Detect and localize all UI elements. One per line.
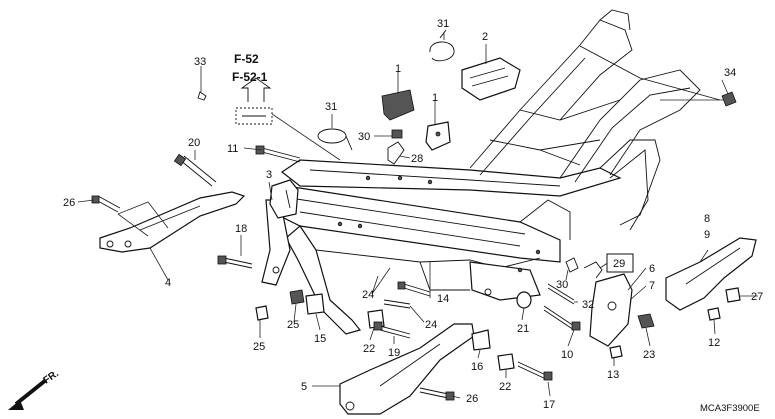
callout-13[interactable]: 13 [607, 369, 619, 381]
callout-29-box [606, 253, 634, 273]
callout-20[interactable]: 20 [188, 137, 200, 149]
part-30-nut-bottom [565, 257, 579, 273]
part-4-rail [99, 191, 246, 253]
part-8-cover [665, 237, 757, 311]
part-17-bolt [517, 361, 553, 381]
callout-22-bottom[interactable]: 22 [499, 381, 511, 393]
callout-11[interactable]: 11 [227, 143, 238, 155]
part-24-bolt [383, 299, 411, 309]
part-33-bolt [197, 91, 207, 101]
callout-30-bottom[interactable]: 30 [556, 279, 568, 291]
callout-32[interactable]: 32 [582, 299, 594, 311]
part-22-collar-b [497, 353, 515, 371]
part-34-grommet [721, 91, 737, 107]
callout-28[interactable]: 28 [411, 153, 423, 165]
part-21-bushing [516, 291, 532, 309]
callout-24-left[interactable]: 24 [362, 289, 374, 301]
part-25-nut-b [255, 305, 269, 321]
callout-30-top[interactable]: 30 [358, 131, 370, 143]
part-20-bolt [173, 153, 217, 187]
callout-24-right[interactable]: 24 [425, 319, 437, 331]
part-10-bolt [543, 305, 581, 331]
part-1-bracket-right [425, 121, 451, 151]
callout-26-bottom[interactable]: 26 [466, 393, 478, 405]
callout-21[interactable]: 21 [517, 323, 529, 335]
diagram-code: MCA3F3900E [700, 403, 760, 414]
part-29-clip [583, 261, 603, 279]
part-2-bracket [461, 57, 521, 101]
callout-16[interactable]: 16 [471, 361, 483, 373]
part-31-clamp-top [429, 29, 455, 62]
part-19-bolt [373, 321, 411, 339]
callout-5[interactable]: 5 [301, 381, 307, 393]
part-28-clip [387, 141, 405, 165]
part-11-bolt [255, 145, 301, 163]
callout-4[interactable]: 4 [165, 277, 171, 289]
reference-f52-1[interactable]: F-52-1 [232, 70, 268, 84]
callout-1-left[interactable]: 1 [395, 63, 401, 75]
part-27-nut [725, 287, 741, 303]
callout-15[interactable]: 15 [314, 333, 326, 345]
part-14-bolt [397, 281, 431, 297]
callout-31-top[interactable]: 31 [437, 18, 449, 30]
forward-arrow-icon [8, 378, 48, 410]
part-30-nut-top [391, 129, 403, 139]
part-18-bolt [217, 255, 253, 269]
part-23-nut [637, 313, 655, 329]
callout-10[interactable]: 10 [561, 349, 573, 361]
callout-25-a[interactable]: 25 [287, 319, 299, 331]
callout-19[interactable]: 19 [388, 347, 400, 359]
part-26-bolt-bottom [419, 387, 455, 401]
part-1-bracket-left [381, 89, 415, 121]
callout-1-right[interactable]: 1 [432, 92, 438, 104]
callouts: 31 2 33 1 1 34 31 30 20 28 11 3 26 18 8 … [63, 18, 763, 411]
reference-box [235, 77, 273, 125]
callout-3[interactable]: 3 [266, 169, 272, 181]
callout-12[interactable]: 12 [708, 337, 720, 349]
callout-7[interactable]: 7 [649, 280, 655, 292]
callout-8[interactable]: 8 [704, 213, 710, 225]
callout-14[interactable]: 14 [437, 293, 449, 305]
part-16-spacer [471, 329, 491, 351]
part-6-plate [589, 273, 633, 347]
callout-25-b[interactable]: 25 [253, 341, 265, 353]
main-frame [261, 9, 721, 335]
callout-2[interactable]: 2 [482, 31, 488, 43]
part-32-bolt [547, 283, 575, 305]
callout-26-top[interactable]: 26 [63, 197, 75, 209]
callout-27[interactable]: 27 [751, 291, 763, 303]
part-12-bolt [707, 307, 721, 321]
callout-31-mid[interactable]: 31 [325, 101, 337, 113]
callout-6[interactable]: 6 [649, 263, 655, 275]
part-26-bolt-top [91, 195, 121, 213]
part-25-nut-a [289, 289, 305, 305]
part-31-clamp-mid [317, 128, 353, 151]
part-13-bolt [609, 345, 623, 359]
callout-9[interactable]: 9 [704, 229, 710, 241]
leader-lines [77, 32, 758, 399]
callout-34[interactable]: 34 [724, 67, 736, 79]
part-5-rail [339, 323, 475, 415]
callout-29[interactable]: 29 [613, 258, 625, 270]
callout-33[interactable]: 33 [194, 56, 206, 68]
callout-18[interactable]: 18 [235, 223, 247, 235]
callout-23[interactable]: 23 [643, 349, 655, 361]
callout-17[interactable]: 17 [543, 399, 555, 411]
callout-22-left[interactable]: 22 [363, 343, 375, 355]
part-15-spacer [305, 293, 325, 315]
reference-f52[interactable]: F-52 [234, 52, 259, 66]
